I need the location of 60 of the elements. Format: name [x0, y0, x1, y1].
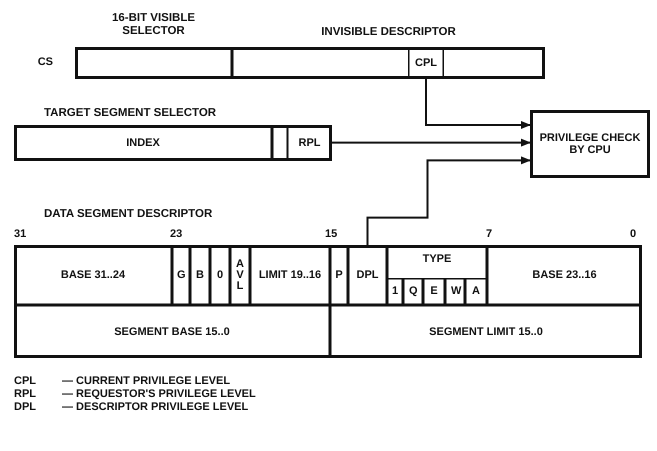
legend-text: — DESCRIPTOR PRIVILEGE LEVEL [62, 401, 248, 413]
field-label: DPL [356, 269, 380, 281]
bit-number: 0 [630, 228, 636, 240]
field-label: 0 [216, 270, 224, 280]
field-label: E [430, 286, 438, 297]
field-label: B [196, 270, 204, 280]
field-label: SEGMENT LIMIT 15..0 [428, 326, 544, 338]
field-label: BASE 23..16 [531, 269, 598, 281]
bit-number: 23 [170, 228, 182, 240]
arrow [425, 79, 531, 129]
bit-field [230, 245, 250, 305]
legend-text: — CURRENT PRIVILEGE LEVEL [62, 375, 230, 387]
field-label: Q [409, 286, 417, 297]
bit-field [250, 245, 330, 305]
process-box [530, 110, 650, 178]
bit-field [487, 245, 642, 305]
field-label: A [472, 286, 480, 297]
field-label: W [451, 286, 459, 297]
field-label: INDEX [125, 137, 161, 149]
bit-field [403, 278, 423, 305]
bit-field [330, 245, 348, 305]
field-label: PRIVILEGE CHECK BY CPU [538, 132, 642, 156]
register-field [408, 47, 444, 79]
legend-text: CPL [14, 375, 36, 387]
field-heading: DATA SEGMENT DESCRIPTOR [44, 208, 212, 220]
field-label: P [335, 270, 343, 280]
register-field [272, 125, 288, 161]
field-label: A V L [236, 258, 244, 292]
field-label: LIMIT 19..16 [258, 269, 322, 281]
bit-field [423, 278, 445, 305]
bit-field [465, 278, 487, 305]
field-heading: TARGET SEGMENT SELECTOR [44, 107, 216, 119]
bit-field [210, 245, 230, 305]
legend-text: — REQUESTOR'S PRIVILEGE LEVEL [62, 388, 256, 400]
register-name: CS [38, 56, 53, 68]
bit-number: 15 [325, 228, 338, 240]
field-label: TYPE [422, 253, 452, 265]
bit-field [387, 278, 403, 305]
field-label: 1 [391, 286, 399, 297]
bit-field [14, 245, 172, 305]
field-heading: 16-BIT VISIBLE SELECTOR [110, 12, 196, 38]
bit-field [14, 305, 330, 358]
field-label: CPL [414, 57, 438, 69]
bit-field [330, 305, 642, 358]
legend-text: DPL [14, 401, 36, 413]
arrow [332, 138, 531, 147]
field-heading: INVISIBLE DESCRIPTOR [321, 26, 456, 38]
bit-field [348, 245, 387, 305]
bit-field [387, 245, 487, 305]
field-label: G [177, 270, 185, 280]
field-label: BASE 31..24 [60, 269, 126, 281]
bit-field [172, 245, 190, 305]
bit-field [445, 278, 465, 305]
bit-number: 7 [486, 228, 492, 240]
bit-field [190, 245, 210, 305]
arrow [366, 156, 531, 245]
field-label: RPL [298, 137, 322, 149]
field-label: SEGMENT BASE 15..0 [113, 326, 231, 338]
bit-number: 31 [14, 228, 26, 240]
legend-text: RPL [14, 388, 36, 400]
